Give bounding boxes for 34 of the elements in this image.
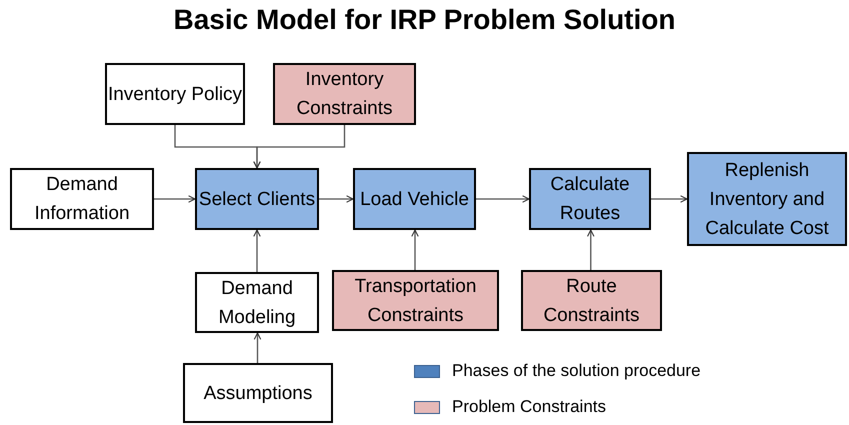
process-box — [529, 168, 651, 230]
legend-label: Phases of the solution procedure — [452, 361, 701, 381]
node-label: Route Constraints — [542, 274, 641, 328]
arrow — [411, 229, 419, 270]
diagram-title: Basic Model for IRP Problem Solution — [172, 4, 676, 36]
process-box — [195, 168, 319, 230]
node-label: Transportation Constraints — [354, 274, 478, 328]
node-label: Calculate Routes — [549, 173, 631, 226]
constraint-box — [521, 270, 662, 331]
arrow — [253, 125, 346, 169]
node-label: Select Clients — [198, 188, 316, 212]
node-label: Replenish Inventory and Calculate Cost — [704, 158, 830, 240]
node-label: Inventory Policy — [108, 82, 242, 106]
arrow — [254, 332, 262, 363]
process-box — [353, 168, 476, 230]
legend-label: Problem Constraints — [452, 397, 606, 417]
process-box — [687, 152, 847, 246]
arrow — [651, 195, 688, 203]
arrow — [587, 229, 594, 270]
constraint-box — [332, 270, 499, 331]
arrow — [476, 195, 530, 203]
arrow — [154, 195, 196, 203]
input-box — [10, 168, 154, 230]
arrow — [319, 195, 354, 203]
node-label: Demand Information — [33, 173, 131, 226]
constraint-box — [273, 63, 416, 125]
node-label: Load Vehicle — [360, 188, 469, 212]
node-label: Assumptions — [204, 382, 312, 406]
input-box — [105, 63, 245, 125]
node-label: Inventory Constraints — [295, 68, 394, 121]
input-box — [195, 272, 319, 333]
input-box — [183, 363, 333, 423]
node-label: Demand Modeling — [217, 276, 297, 330]
arrow — [253, 229, 261, 272]
